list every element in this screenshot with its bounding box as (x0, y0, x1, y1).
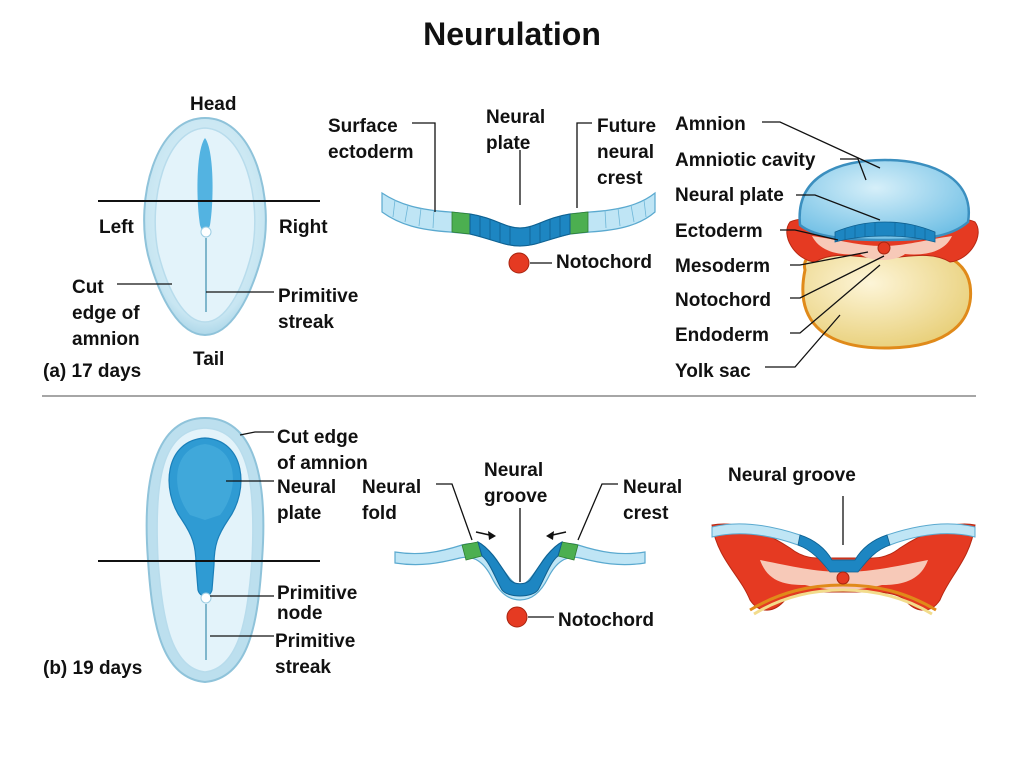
label-ectoderm: Ectoderm (675, 221, 763, 242)
label-neural-plate-a: Neural plate (486, 107, 546, 154)
label-notochord-b: Notochord (558, 610, 655, 631)
label-neural-groove-cross: Neural groove (728, 465, 856, 486)
label-neural-plate-cross: Neural plate (675, 185, 784, 206)
label-neural-fold: Neural fold (362, 477, 422, 524)
label-left: Left (99, 217, 134, 238)
label-future-neural-crest: Future neural crest (597, 116, 657, 189)
label-primitive-node: Primitive node (277, 583, 358, 624)
label-notochord-cross: Notochord (675, 290, 772, 311)
neural-plate-section (381, 122, 656, 274)
label-yolk-sac: Yolk sac (675, 361, 751, 382)
label-neural-crest: Neural crest (623, 477, 683, 524)
label-surface-ectoderm: Surface ectoderm (328, 116, 414, 163)
label-endoderm: Endoderm (675, 325, 769, 346)
embryo-cross-section-19-days (711, 496, 976, 616)
label-neural-groove-b: Neural groove (484, 460, 548, 507)
embryo-cross-section-17-days (762, 121, 979, 368)
label-mesoderm: Mesoderm (675, 256, 771, 277)
label-head: Head (190, 94, 237, 115)
caption-19-days: (b) 19 days (43, 658, 143, 679)
embryo-17-days (98, 116, 320, 337)
label-notochord-a: Notochord (556, 252, 653, 273)
label-tail: Tail (193, 349, 225, 370)
figure-title: Neurulation (423, 16, 601, 52)
label-primitive-streak-b: Primitive streak (275, 631, 356, 678)
label-amniotic-cavity: Amniotic cavity (675, 150, 816, 171)
neural-groove-section (394, 483, 646, 628)
caption-17-days: (a) 17 days (43, 361, 142, 382)
label-right: Right (279, 217, 328, 238)
label-cut-edge-amnion-a: Cut edge of amnion (72, 277, 140, 350)
label-cut-edge-amnion-b: Cut edge of amnion (277, 427, 368, 474)
label-neural-plate-b: Neural plate (277, 477, 337, 524)
embryo-19-days (98, 416, 320, 684)
label-primitive-streak-a: Primitive streak (278, 286, 359, 333)
label-amnion: Amnion (675, 114, 746, 135)
